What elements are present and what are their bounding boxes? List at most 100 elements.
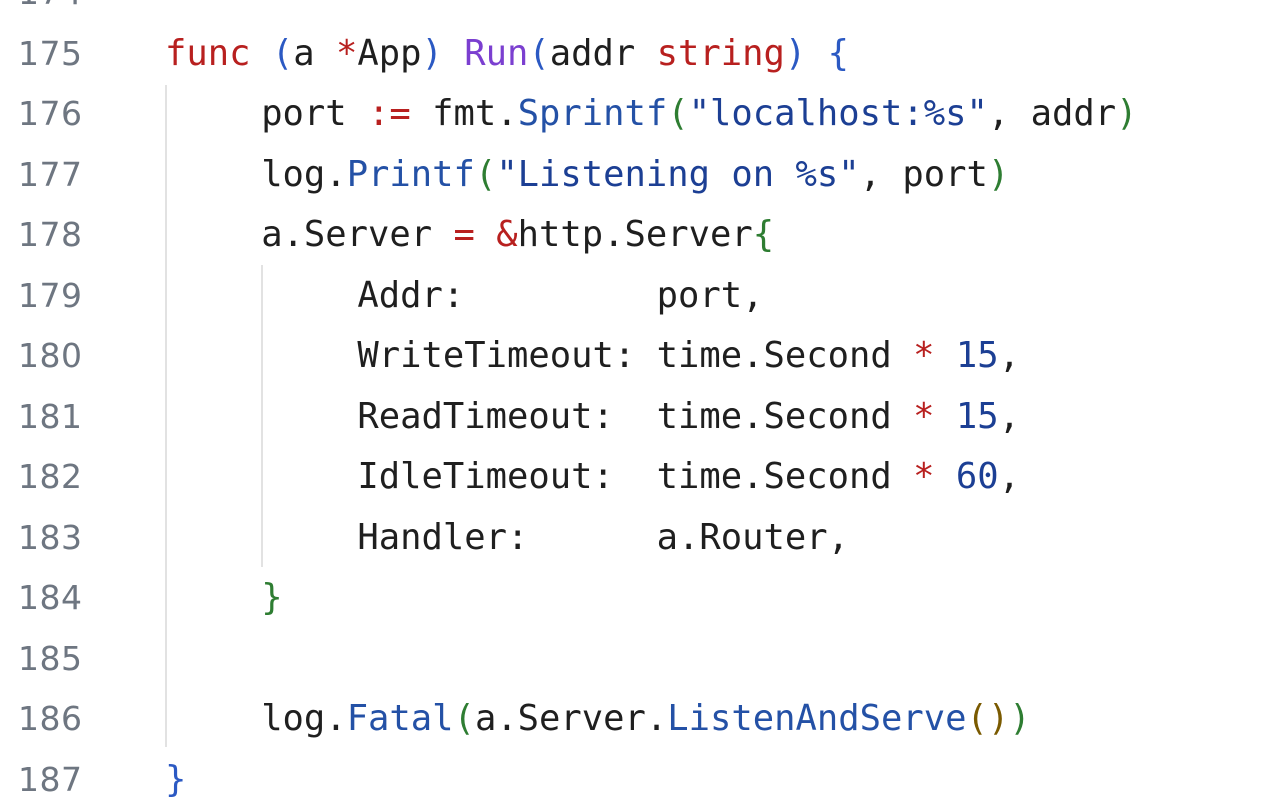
code-token: ListenAndServe (667, 698, 966, 739)
code-line[interactable]: 187} (0, 750, 1270, 810)
code-token: 60 (956, 456, 999, 497)
code-token: Addr: port, (357, 275, 763, 316)
code-token: string (657, 33, 785, 74)
code-token: ) (1009, 698, 1030, 739)
code-token: log. (261, 154, 347, 195)
code-token: fmt. (411, 93, 518, 134)
code-line[interactable]: 176 port := fmt.Sprintf("localhost:%s", a… (0, 84, 1270, 145)
code-token: WriteTimeout: time.Second (357, 335, 913, 376)
code-token: a.Server (261, 214, 453, 255)
line-code: Handler: a.Router, (357, 508, 849, 569)
line-number: 182 (18, 447, 108, 508)
code-token: Run (464, 33, 528, 74)
code-token: ) (785, 33, 806, 74)
code-token: addr (550, 33, 657, 74)
code-token: ) (422, 33, 443, 74)
code-token: ) (1116, 93, 1137, 134)
line-number: 178 (18, 205, 108, 266)
code-token: () (967, 698, 1010, 739)
code-line[interactable]: 185 (0, 629, 1270, 690)
code-token: , (999, 456, 1020, 497)
code-token: { (828, 33, 849, 74)
code-token (443, 33, 464, 74)
line-number: 183 (18, 508, 108, 569)
code-token: = (454, 214, 475, 255)
code-token: , addr (988, 93, 1116, 134)
code-token: Fatal (347, 698, 454, 739)
code-token: Handler: a.Router, (357, 517, 849, 558)
code-line[interactable]: 184} (0, 568, 1270, 629)
code-token: log. (261, 698, 347, 739)
code-token: a.Server. (475, 698, 667, 739)
code-token: 15 (956, 335, 999, 376)
code-token: IdleTimeout: time.Second (357, 456, 913, 497)
code-token: , (999, 335, 1020, 376)
code-token: } (261, 577, 282, 618)
code-line[interactable]: 175 func (a *App) Run(addr string) { (0, 24, 1270, 85)
line-code: Addr: port, (357, 266, 763, 327)
line-code: port := fmt.Sprintf("localhost:%s", addr… (261, 84, 1137, 145)
code-token (806, 33, 827, 74)
line-number: 179 (18, 266, 108, 327)
line-code: a.Server = &http.Server{ (261, 205, 774, 266)
code-token: } (165, 759, 186, 800)
code-token: Printf (347, 154, 475, 195)
code-line[interactable]: 179 Addr: port, (0, 266, 1270, 327)
code-token: , port (860, 154, 988, 195)
code-token: "localhost:%s" (689, 93, 988, 134)
line-code: log.Printf("Listening on %s", port) (261, 145, 1009, 206)
line-code: WriteTimeout: time.Second * 15, (357, 326, 1020, 387)
code-token: "Listening on %s" (496, 154, 859, 195)
code-line[interactable]: 180 WriteTimeout: time.Second * 15, (0, 326, 1270, 387)
code-token: func (165, 33, 251, 74)
code-token: ( (528, 33, 549, 74)
line-number: 187 (18, 750, 108, 810)
code-token (475, 214, 496, 255)
line-number: 174 (18, 0, 108, 24)
code-token: App (357, 33, 421, 74)
line-number: 176 (18, 84, 108, 145)
line-code: ReadTimeout: time.Second * 15, (357, 387, 1020, 448)
code-line[interactable]: 174 (0, 0, 1270, 24)
code-line[interactable]: 186 log.Fatal(a.Server.ListenAndServe()) (0, 689, 1270, 750)
line-number: 186 (18, 689, 108, 750)
code-token: & (496, 214, 517, 255)
line-number: 180 (18, 326, 108, 387)
code-token (934, 335, 955, 376)
code-token: * (336, 33, 357, 74)
code-token: { (753, 214, 774, 255)
code-token: ( (454, 698, 475, 739)
line-number: 177 (18, 145, 108, 206)
code-line[interactable]: 182 IdleTimeout: time.Second * 60, (0, 447, 1270, 508)
code-token: 15 (956, 396, 999, 437)
line-number: 185 (18, 629, 108, 690)
line-code: log.Fatal(a.Server.ListenAndServe()) (261, 689, 1030, 750)
code-token: ( (475, 154, 496, 195)
code-token: ) (988, 154, 1009, 195)
line-code: } (261, 568, 282, 629)
code-token: * (913, 456, 934, 497)
code-token (934, 456, 955, 497)
code-token: * (913, 396, 934, 437)
code-token: port (261, 93, 368, 134)
code-line[interactable]: 181 ReadTimeout: time.Second * 15, (0, 387, 1270, 448)
line-number: 175 (18, 24, 108, 85)
code-line[interactable]: 183 Handler: a.Router, (0, 508, 1270, 569)
code-token: Sprintf (518, 93, 668, 134)
line-number: 181 (18, 387, 108, 448)
code-token: ReadTimeout: time.Second (357, 396, 913, 437)
line-code: func (a *App) Run(addr string) { (165, 24, 849, 85)
code-token: ( (667, 93, 688, 134)
line-code: IdleTimeout: time.Second * 60, (357, 447, 1020, 508)
code-token: ( (272, 33, 293, 74)
code-line[interactable]: 177 log.Printf("Listening on %s", port) (0, 145, 1270, 206)
line-code: } (165, 750, 186, 810)
code-token: , (999, 396, 1020, 437)
code-token (251, 33, 272, 74)
code-token (934, 396, 955, 437)
code-token: := (368, 93, 411, 134)
code-line[interactable]: 178 a.Server = &http.Server{ (0, 205, 1270, 266)
line-number: 184 (18, 568, 108, 629)
